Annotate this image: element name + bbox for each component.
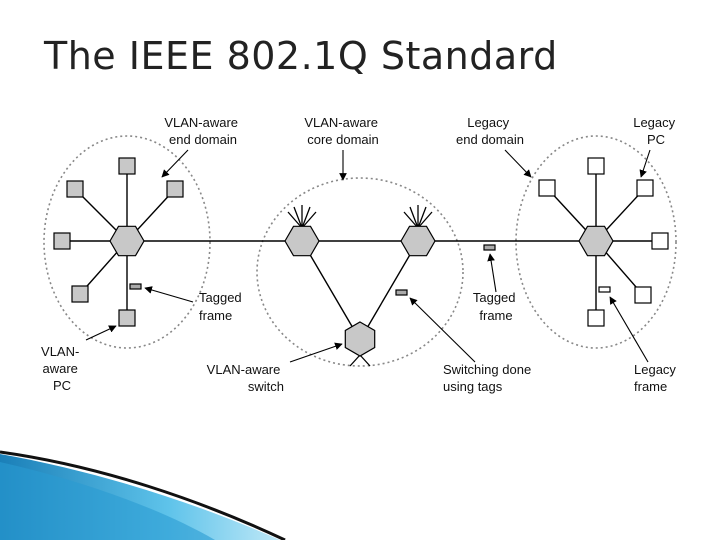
- arrow-switching-done: [409, 297, 476, 363]
- label-vlan-aware-pc: VLAN- aware PC: [41, 344, 83, 393]
- legacy-pc: [636, 179, 654, 197]
- core-link-left: [301, 240, 361, 341]
- arrow-legacy-end-domain: [504, 149, 532, 178]
- slide-title: The IEEE 802.1Q Standard: [44, 34, 558, 78]
- core-switch-stubs: [287, 205, 433, 367]
- label-tagged-frame-left: Tagged frame: [199, 290, 245, 323]
- tagged-frame-core: [395, 289, 408, 296]
- core-link-right: [359, 240, 419, 341]
- legacy-end-domain-outline: [515, 135, 677, 349]
- legacy-pcs: [538, 157, 669, 327]
- label-legacy-pc: Legacy PC: [633, 115, 679, 147]
- arrow-vlan-end-domain: [161, 149, 189, 178]
- core-switch-left: [284, 225, 320, 257]
- arrow-tagged-frame-left: [144, 286, 194, 303]
- core-switch-bottom: [344, 321, 376, 357]
- label-legacy-end-domain: Legacy end domain: [456, 115, 524, 147]
- legacy-end-switch: [578, 225, 614, 257]
- legacy-frame: [598, 286, 611, 293]
- label-vlan-core-domain: VLAN-aware core domain: [304, 115, 381, 147]
- tagged-frame-backbone: [483, 244, 496, 251]
- legacy-pc: [587, 309, 605, 327]
- legacy-pc: [634, 286, 652, 304]
- footer-swoosh: [0, 450, 286, 540]
- label-switching-done: Switching done using tags: [443, 362, 535, 394]
- label-tagged-frame-right: Tagged frame: [473, 290, 519, 323]
- legacy-pc: [587, 157, 605, 175]
- arrow-legacy-pc: [639, 149, 651, 178]
- tagged-frame-left: [129, 283, 142, 290]
- vlan-core-domain-outline: [256, 177, 464, 367]
- vlan-end-domain-outline: [43, 135, 211, 349]
- label-legacy-frame: Legacy frame: [634, 362, 680, 394]
- arrow-tagged-frame-right: [487, 253, 497, 293]
- legacy-pc: [651, 232, 669, 250]
- vlan-pc: [66, 180, 84, 198]
- arrow-legacy-frame: [609, 296, 649, 363]
- label-vlan-end-domain: VLAN-aware end domain: [164, 115, 241, 147]
- arrow-vlan-aware-switch: [289, 342, 343, 363]
- vlan-pc: [53, 232, 71, 250]
- core-switch-right: [400, 225, 436, 257]
- arrow-vlan-aware-pc: [85, 325, 117, 341]
- vlan-pc: [166, 180, 184, 198]
- vlan-pc: [118, 309, 136, 327]
- vlan-pc: [71, 285, 89, 303]
- vlan-aware-pcs: [53, 157, 184, 327]
- vlan-end-switch: [109, 225, 145, 257]
- label-vlan-aware-switch: VLAN-aware switch: [207, 362, 284, 394]
- legacy-pc: [538, 179, 556, 197]
- vlan-pc: [118, 157, 136, 175]
